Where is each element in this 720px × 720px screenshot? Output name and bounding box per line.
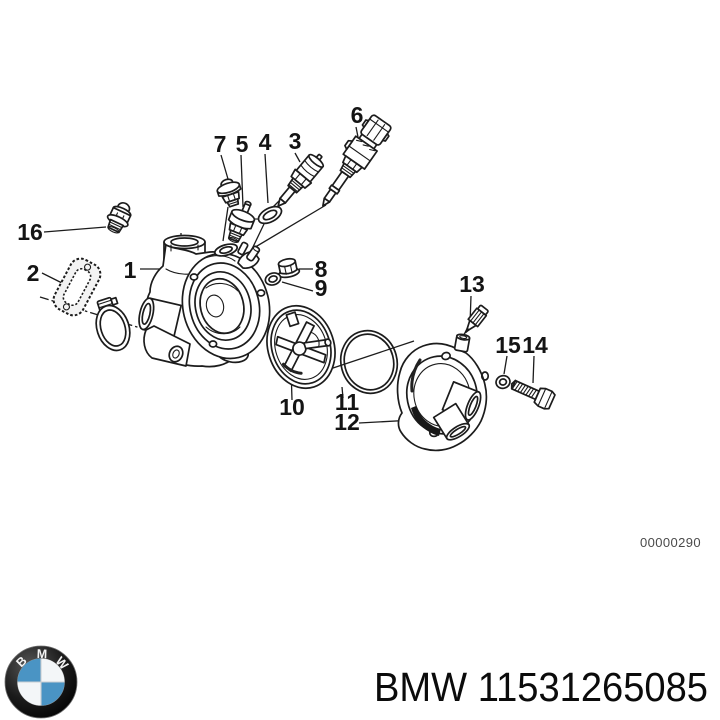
part-16-sensor-drawing — [106, 201, 132, 234]
part-10-thermostat-drawing — [266, 304, 336, 390]
part-7-plug-drawing — [216, 178, 242, 208]
callout-13: 13 — [459, 271, 485, 297]
callout-labels: 1 2 3 4 5 6 7 8 9 10 11 12 13 14 15 16 — [17, 102, 548, 435]
part-6-sensor-connector-drawing — [322, 114, 392, 207]
footer-part-number: BMW 11531265085 — [374, 664, 708, 710]
part-15-washer-drawing — [495, 374, 511, 390]
callout-3: 3 — [289, 128, 302, 154]
part-2-gasket-drawing — [52, 257, 102, 317]
part-14-bolt-drawing — [510, 379, 556, 410]
logo-letter-m: M — [37, 647, 48, 661]
callout-16: 16 — [17, 219, 43, 245]
callout-9: 9 — [315, 275, 328, 301]
callout-7: 7 — [214, 131, 227, 157]
part-8-nut-drawing — [277, 257, 301, 279]
hose-clamp-drawing — [95, 296, 131, 352]
part-12-cover-drawing — [396, 333, 490, 452]
part-1-thermostat-housing-drawing — [138, 234, 271, 368]
callout-4: 4 — [259, 129, 272, 155]
part-3-temp-sensor-drawing — [277, 153, 325, 207]
roundel-quadrant-top-right — [41, 658, 65, 682]
callout-2: 2 — [27, 260, 40, 286]
part-13-vent-screw-drawing — [464, 304, 489, 334]
roundel-quadrant-bottom-right — [41, 682, 65, 706]
callout-1: 1 — [124, 257, 137, 283]
callout-6: 6 — [351, 102, 364, 128]
roundel-quadrant-top-left — [17, 658, 41, 682]
callout-11: 11 — [335, 389, 360, 415]
part-9-washer-drawing — [264, 272, 282, 286]
bmw-logo: B M W — [4, 645, 78, 719]
part-5-temp-switch-drawing — [227, 200, 256, 243]
callout-15: 15 — [495, 332, 521, 358]
callout-8: 8 — [315, 256, 328, 282]
callout-14: 14 — [522, 332, 548, 358]
diagram-image-code: 00000290 — [640, 535, 701, 550]
roundel-quadrant-bottom-left — [17, 682, 41, 706]
part-4-seal-ring-drawing — [253, 205, 283, 225]
callout-12: 12 — [334, 409, 360, 435]
callout-5: 5 — [236, 131, 249, 157]
part-11-o-ring-drawing — [339, 329, 399, 395]
callout-10: 10 — [279, 394, 305, 420]
